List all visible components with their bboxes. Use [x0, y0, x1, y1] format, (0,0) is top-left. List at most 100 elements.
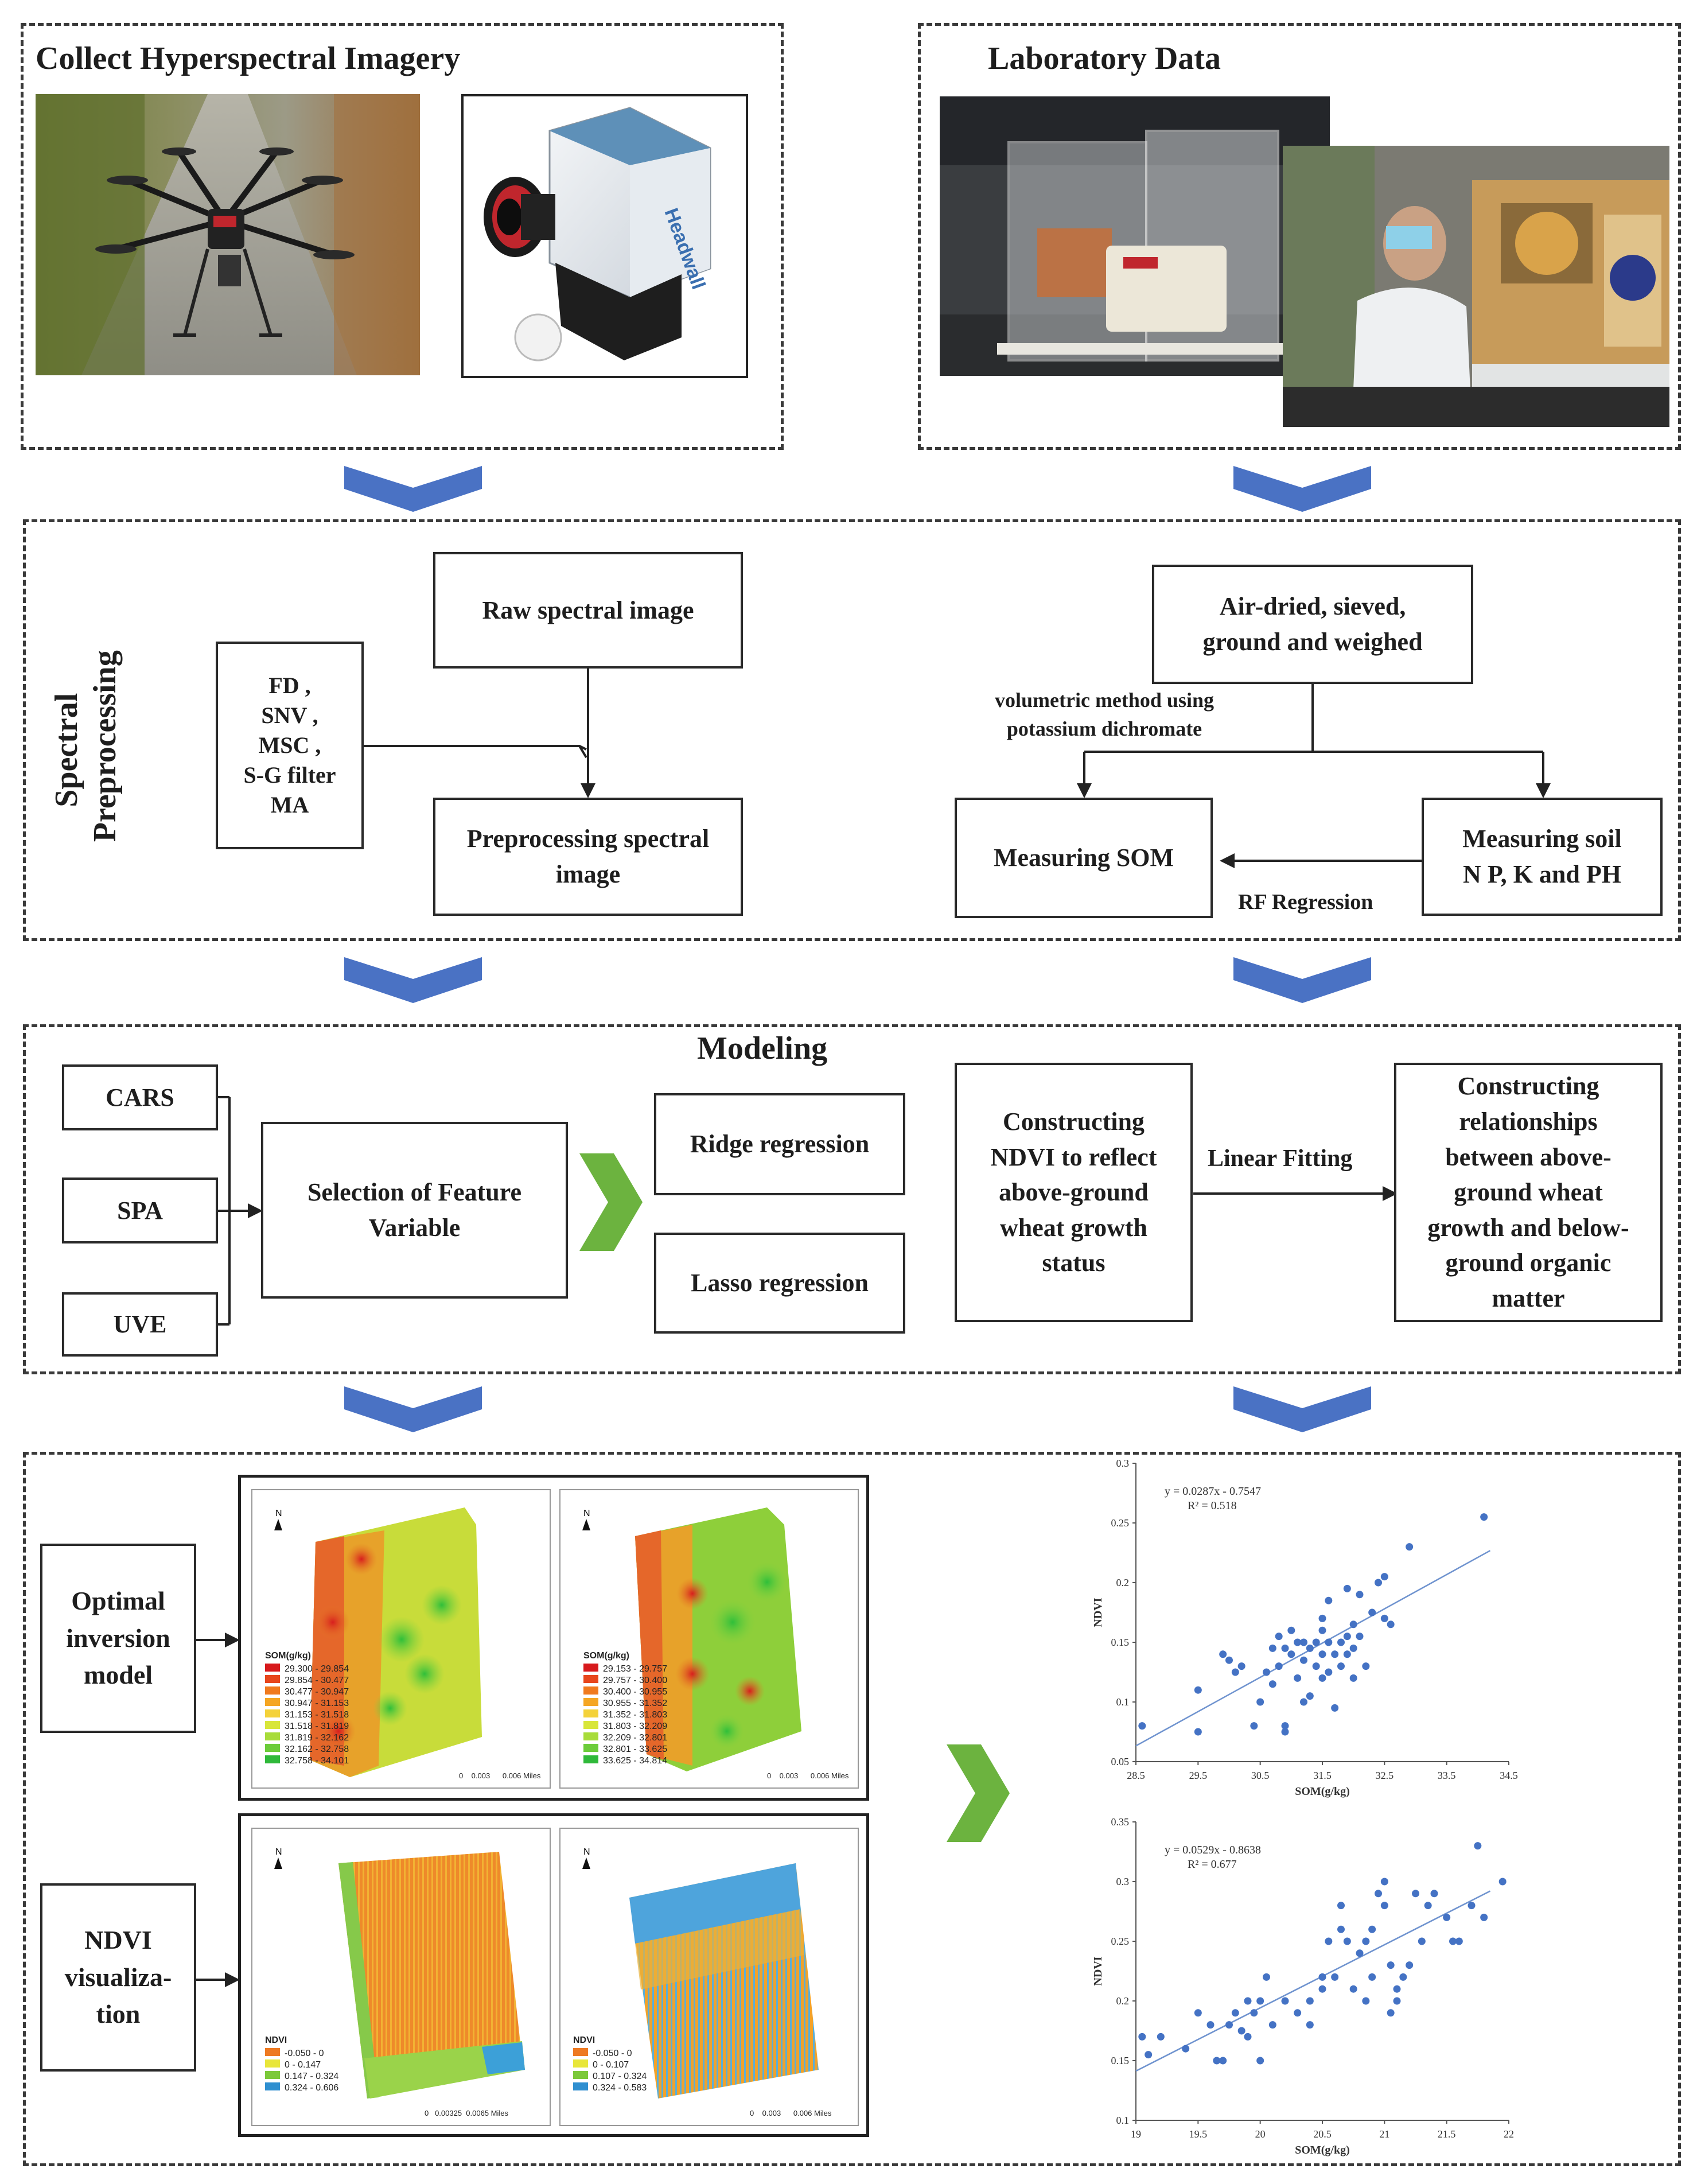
data-point [1325, 1937, 1333, 1945]
lasso-regression-box: Lasso regression [654, 1233, 905, 1334]
data-point [1343, 1937, 1351, 1945]
x-tick-label: 34.5 [1500, 1770, 1518, 1781]
rf-regression-label: RF Regression [1238, 890, 1373, 914]
data-point [1349, 1674, 1357, 1682]
raw-spectral-image-box: Raw spectral image [433, 552, 743, 669]
data-point [1393, 1985, 1401, 1993]
ndvi-construct-box: Constructing NDVI to reflect above-groun… [955, 1063, 1193, 1322]
data-point [1231, 1668, 1239, 1676]
data-point [1368, 1608, 1376, 1616]
chevron-down-icon [1233, 1386, 1371, 1432]
preprocessing-methods-box: FD , SNV , MSC , S-G filter MA [216, 642, 364, 849]
data-point [1300, 1656, 1307, 1664]
data-point [1412, 1890, 1419, 1898]
spa-box: SPA [62, 1178, 218, 1243]
ndvi-map-2: N NDVI -0.050 - 0 0 - 0.107 0.107 - 0.32… [559, 1828, 859, 2126]
linear-fitting-label: Linear Fitting [1208, 1145, 1353, 1172]
data-point [1157, 2033, 1165, 2041]
legend-label: 31.518 - 31.819 [285, 1721, 349, 1731]
legend-swatch [583, 1744, 598, 1752]
legend-label: 33.625 - 34.814 [603, 1756, 668, 1766]
data-point [1325, 1596, 1333, 1604]
legend-row: -0.050 - 0 [573, 2048, 647, 2059]
x-tick-label: 19 [1131, 2128, 1141, 2140]
panel-results [23, 1452, 1681, 2166]
data-point [1480, 1513, 1488, 1521]
legend-label: 32.758 - 34.101 [285, 1756, 349, 1766]
scale-bar: 0 0.003 0.006 Miles [750, 2109, 832, 2117]
legend-swatch [265, 1698, 280, 1706]
data-point [1268, 2021, 1276, 2029]
scale-bar: 0 0.00325 0.0065 Miles [425, 2109, 508, 2117]
legend-row: 30.477 - 30.947 [265, 1686, 349, 1698]
data-point [1281, 1997, 1289, 2005]
som-legend-1: 29.300 - 29.854 29.854 - 30.477 30.477 -… [265, 1664, 349, 1767]
data-point [1368, 1973, 1376, 1981]
air-dried-box: Air-dried, sieved, ground and weighed [1152, 565, 1473, 684]
data-point [1256, 2057, 1264, 2065]
data-point [1263, 1973, 1270, 1981]
x-tick-label: 21.5 [1438, 2128, 1456, 2140]
legend-label: 0.324 - 0.583 [593, 2083, 647, 2093]
chevron-down-icon [1233, 466, 1371, 512]
data-point [1455, 1937, 1463, 1945]
legend-label: 30.955 - 31.352 [603, 1699, 668, 1708]
legend-row: -0.050 - 0 [265, 2048, 338, 2059]
data-point [1219, 1650, 1227, 1658]
data-point [1468, 1902, 1476, 1910]
data-point [1225, 1656, 1233, 1664]
data-point [1138, 1722, 1146, 1730]
chevron-down-icon [1233, 957, 1371, 1003]
x-tick-label: 29.5 [1189, 1770, 1208, 1781]
data-point [1325, 1668, 1333, 1676]
panel-collect-hyperspectral [21, 23, 784, 450]
legend-row: 29.757 - 30.400 [583, 1675, 667, 1686]
data-point [1375, 1579, 1382, 1587]
data-point [1306, 1692, 1314, 1700]
data-point [1399, 1973, 1407, 1981]
method-note-label: volumetric method using potassium dichro… [995, 689, 1214, 741]
ndvi-legend-2: -0.050 - 0 0 - 0.107 0.107 - 0.324 0.324… [573, 2048, 647, 2094]
data-point [1356, 1949, 1364, 1957]
legend-row: 30.400 - 30.955 [583, 1686, 667, 1698]
legend-swatch [265, 1721, 280, 1729]
data-point [1219, 2057, 1227, 2065]
measuring-soil-box: Measuring soil N P, K and PH [1422, 798, 1663, 916]
data-point [1213, 2057, 1221, 2065]
y-tick-label: 0.05 [1111, 1756, 1130, 1767]
legend-swatch [265, 2071, 280, 2079]
legend-swatch [573, 2059, 588, 2068]
data-point [1380, 1878, 1388, 1886]
data-point [1306, 1997, 1314, 2005]
legend-row: 29.854 - 30.477 [265, 1675, 349, 1686]
data-point [1443, 1913, 1451, 1921]
optimal-inversion-model-box: Optimal inversion model [40, 1544, 196, 1733]
legend-label: 30.477 - 30.947 [285, 1687, 349, 1697]
legend-label: 31.803 - 32.209 [603, 1721, 668, 1731]
legend-label: 0 - 0.107 [593, 2060, 629, 2070]
chevron-right-icon [947, 1744, 1010, 1842]
data-point [1449, 1937, 1457, 1945]
legend-row: 0.324 - 0.583 [573, 2082, 647, 2094]
x-axis-label: SOM(g/kg) [1295, 1785, 1350, 1798]
legend-swatch [265, 1732, 280, 1740]
legend-swatch [265, 1709, 280, 1717]
data-point [1480, 1913, 1488, 1921]
data-point [1306, 2021, 1314, 2029]
data-point [1356, 1633, 1364, 1641]
trend-line [1135, 1890, 1491, 2072]
data-point [1331, 1704, 1339, 1712]
y-tick-label: 0.25 [1111, 1517, 1130, 1529]
relationships-box: Constructing relationships between above… [1394, 1063, 1663, 1322]
data-point [1287, 1626, 1295, 1634]
data-point [1349, 1985, 1357, 1993]
y-tick-label: 0.15 [1111, 2055, 1130, 2066]
data-point [1337, 1662, 1345, 1670]
fit-equation: y = 0.0287x - 0.7547 [1165, 1485, 1261, 1498]
legend-row: 31.518 - 31.819 [265, 1721, 349, 1732]
som-map-ridge: N SOM(g/kg) 29.300 - 29.854 29.854 - 30.… [251, 1489, 551, 1789]
legend-row: 0 - 0.147 [265, 2059, 338, 2071]
data-point [1194, 2009, 1202, 2017]
legend-row: 30.955 - 31.352 [583, 1698, 667, 1709]
